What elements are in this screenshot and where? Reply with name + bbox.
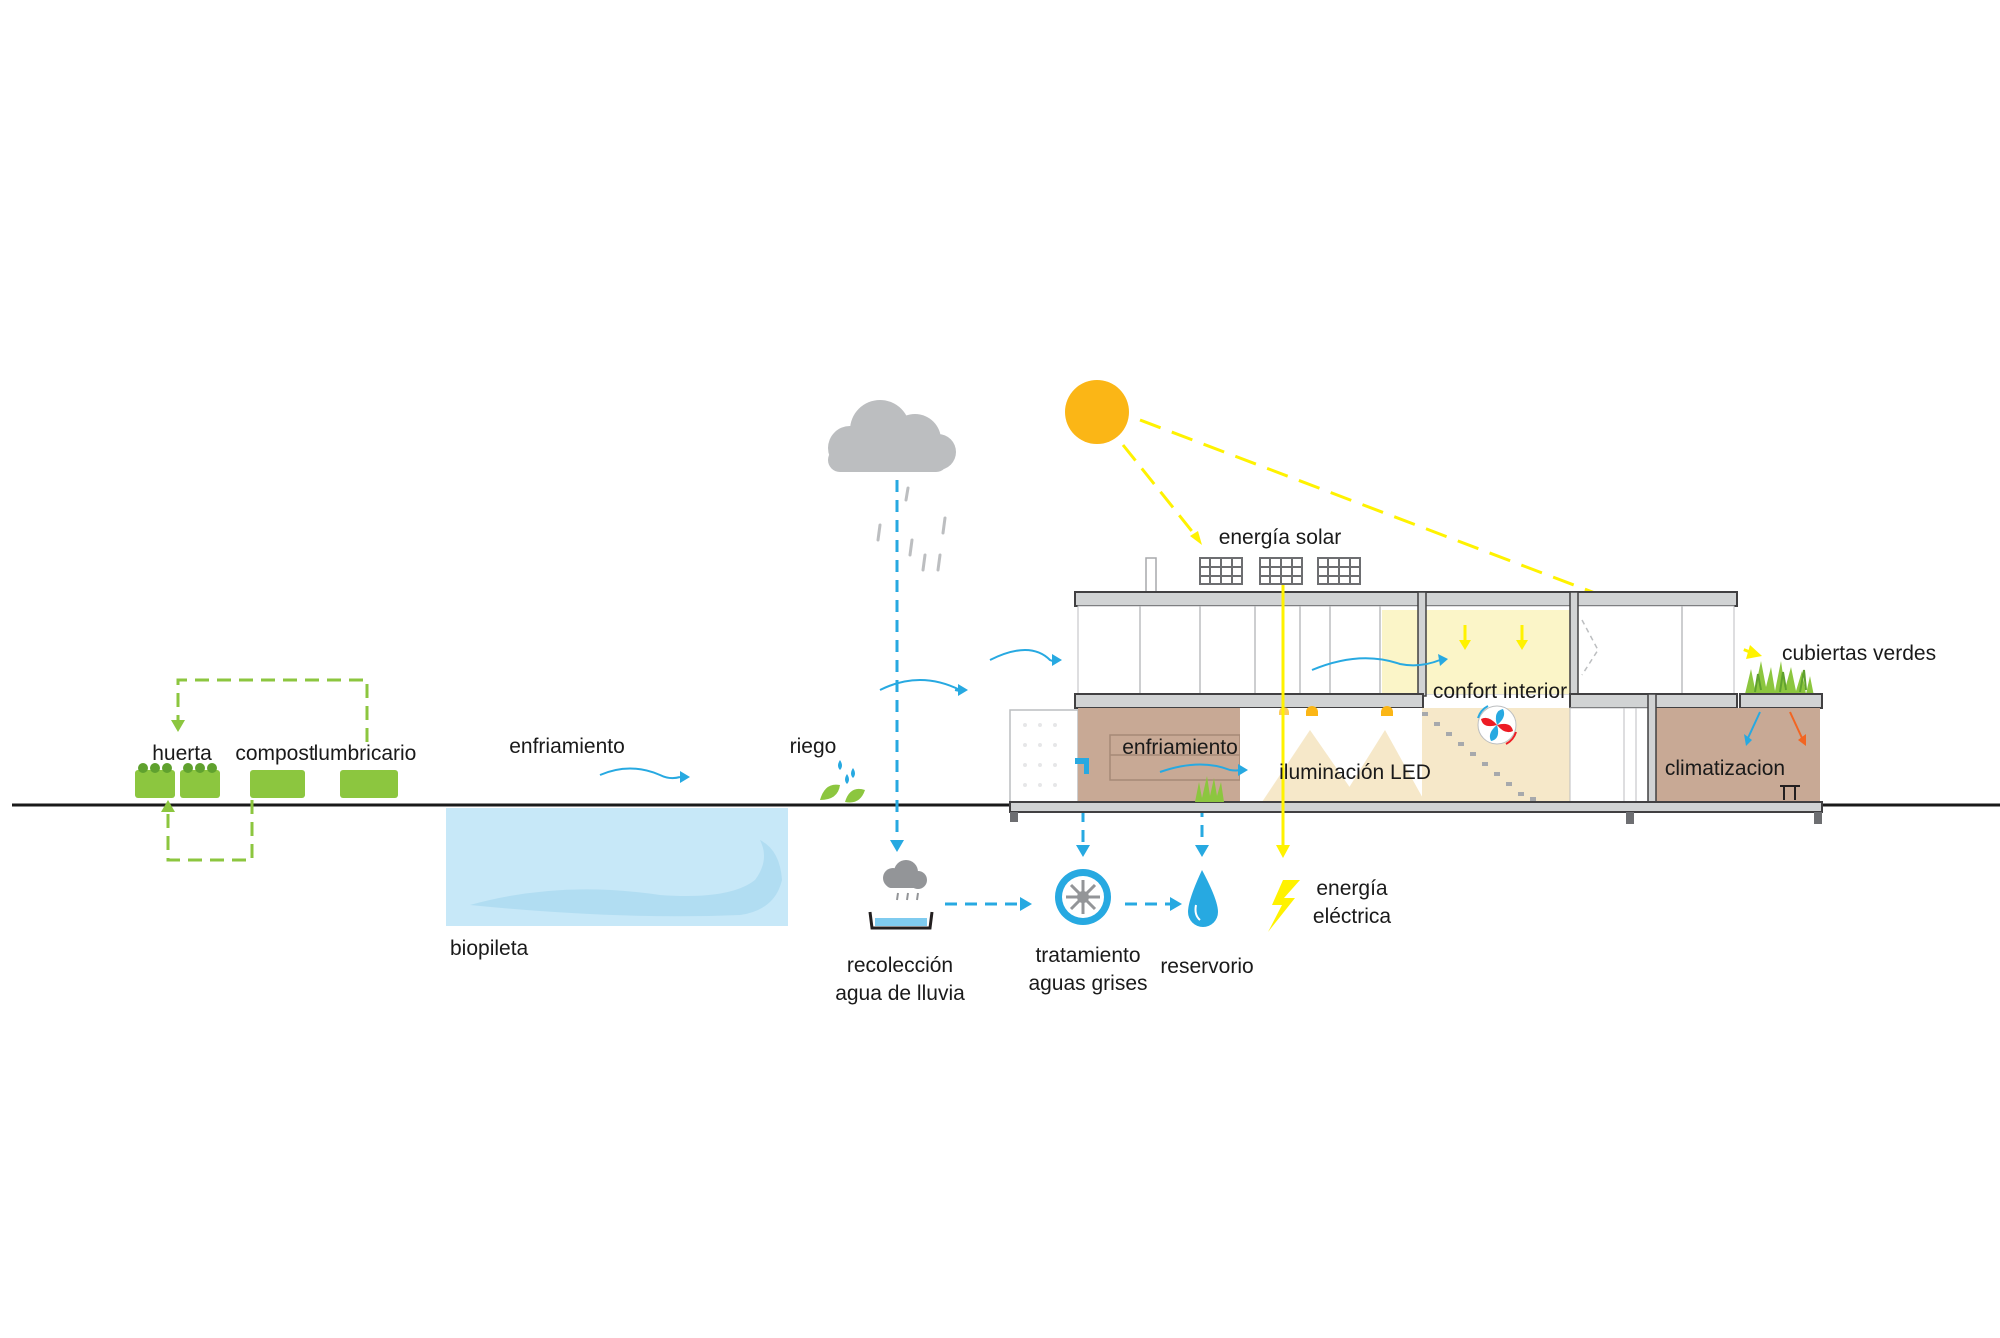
collector-arrowhead (1020, 897, 1032, 911)
treatment-arrowhead (1170, 897, 1182, 911)
floor-slab (1009, 801, 1823, 813)
green-roof (1745, 661, 1814, 696)
lumbricario-bed (340, 770, 398, 798)
energia-electrica-label-1: energía (1316, 877, 1388, 900)
biopileta-pool (446, 808, 788, 926)
plant-icon (820, 784, 865, 803)
radiator-icon (1780, 785, 1800, 800)
solar-ray-arrowhead-2 (1746, 645, 1762, 659)
house-to-reservoir-arrowhead (1195, 845, 1209, 857)
riego-label: riego (790, 735, 837, 758)
green-arrow-up (161, 800, 175, 812)
energia-solar-label: energía solar (1219, 526, 1342, 549)
cloud-icon (828, 400, 956, 472)
solar-ray-to-panels (1121, 444, 1197, 536)
tratamiento-label-2: aguas grises (1028, 972, 1147, 995)
lumbricario-label: lumbricario (314, 742, 417, 765)
middle-slab (1074, 693, 1424, 709)
cubiertas-verdes-label: cubiertas verdes (1782, 642, 1936, 665)
rain-icon (876, 486, 947, 572)
compost-bed (250, 770, 305, 798)
roof-slab (1074, 591, 1738, 607)
house-section (1009, 557, 1823, 824)
confort-interior-label: confort interior (1433, 680, 1567, 703)
wind-arrowhead-lower (1238, 764, 1248, 776)
water-drop-icon (1188, 870, 1218, 927)
wind-arrow-2 (989, 649, 1054, 662)
huerta-label: huerta (152, 742, 212, 765)
wind-arrow-1 (879, 679, 963, 692)
wind-arrowhead-1 (958, 684, 968, 696)
lightning-icon (1268, 880, 1300, 932)
comfort-light-arrows (1459, 625, 1528, 650)
solar-to-electric-arrowhead (1276, 845, 1290, 858)
solar-ray-to-roof (1139, 418, 1751, 654)
compost-label: compost (235, 742, 315, 765)
green-flow-top (176, 678, 369, 742)
garden-cycle: huerta compost lumbricario (135, 678, 417, 862)
house-to-treatment-arrowhead (1076, 845, 1090, 857)
filter-wheel-icon (1055, 869, 1111, 925)
enfriamiento-house-label: enfriamiento (1122, 736, 1238, 759)
solar-panel-icon (1199, 557, 1361, 585)
wind-arrowhead-2 (1052, 654, 1062, 666)
sun-icon (1065, 380, 1129, 444)
grass-icon (1195, 776, 1224, 802)
reservorio-label: reservorio (1160, 955, 1253, 978)
green-flow-bottom (166, 800, 254, 862)
biopileta-label: biopileta (450, 937, 529, 960)
recoleccion-label-2: agua de lluvia (835, 982, 965, 1005)
iluminacion-led-label: iluminación LED (1279, 761, 1431, 784)
fan-icon (1477, 705, 1517, 745)
rain-collector-icon (868, 860, 934, 930)
recoleccion-label-1: recolección (847, 954, 953, 977)
comfort-light-area (1382, 610, 1572, 694)
tratamiento-label-1: tratamiento (1035, 944, 1140, 967)
rain-flow-arrowhead (890, 840, 904, 852)
wind-arrow-lower (1159, 763, 1241, 773)
water-drop-highlight (1194, 904, 1201, 921)
green-arrow-down (171, 720, 185, 732)
energia-electrica-label-2: eléctrica (1313, 905, 1392, 928)
climatizacion-arrows (1744, 711, 1806, 746)
huerta-beds (135, 763, 220, 798)
enfriamiento-pool-label: enfriamiento (509, 735, 625, 758)
wind-arrowhead-upper (1438, 654, 1448, 666)
climatizacion-label: climatizacion (1665, 757, 1785, 780)
solar-ray-arrowhead-1 (1190, 531, 1202, 545)
water-drop-icon-riego (838, 760, 855, 784)
wind-arrow-pool (599, 767, 681, 780)
wind-arrowhead-pool (680, 771, 690, 783)
wind-arrow-upper (1311, 657, 1441, 671)
faucet-icon (1075, 758, 1089, 774)
